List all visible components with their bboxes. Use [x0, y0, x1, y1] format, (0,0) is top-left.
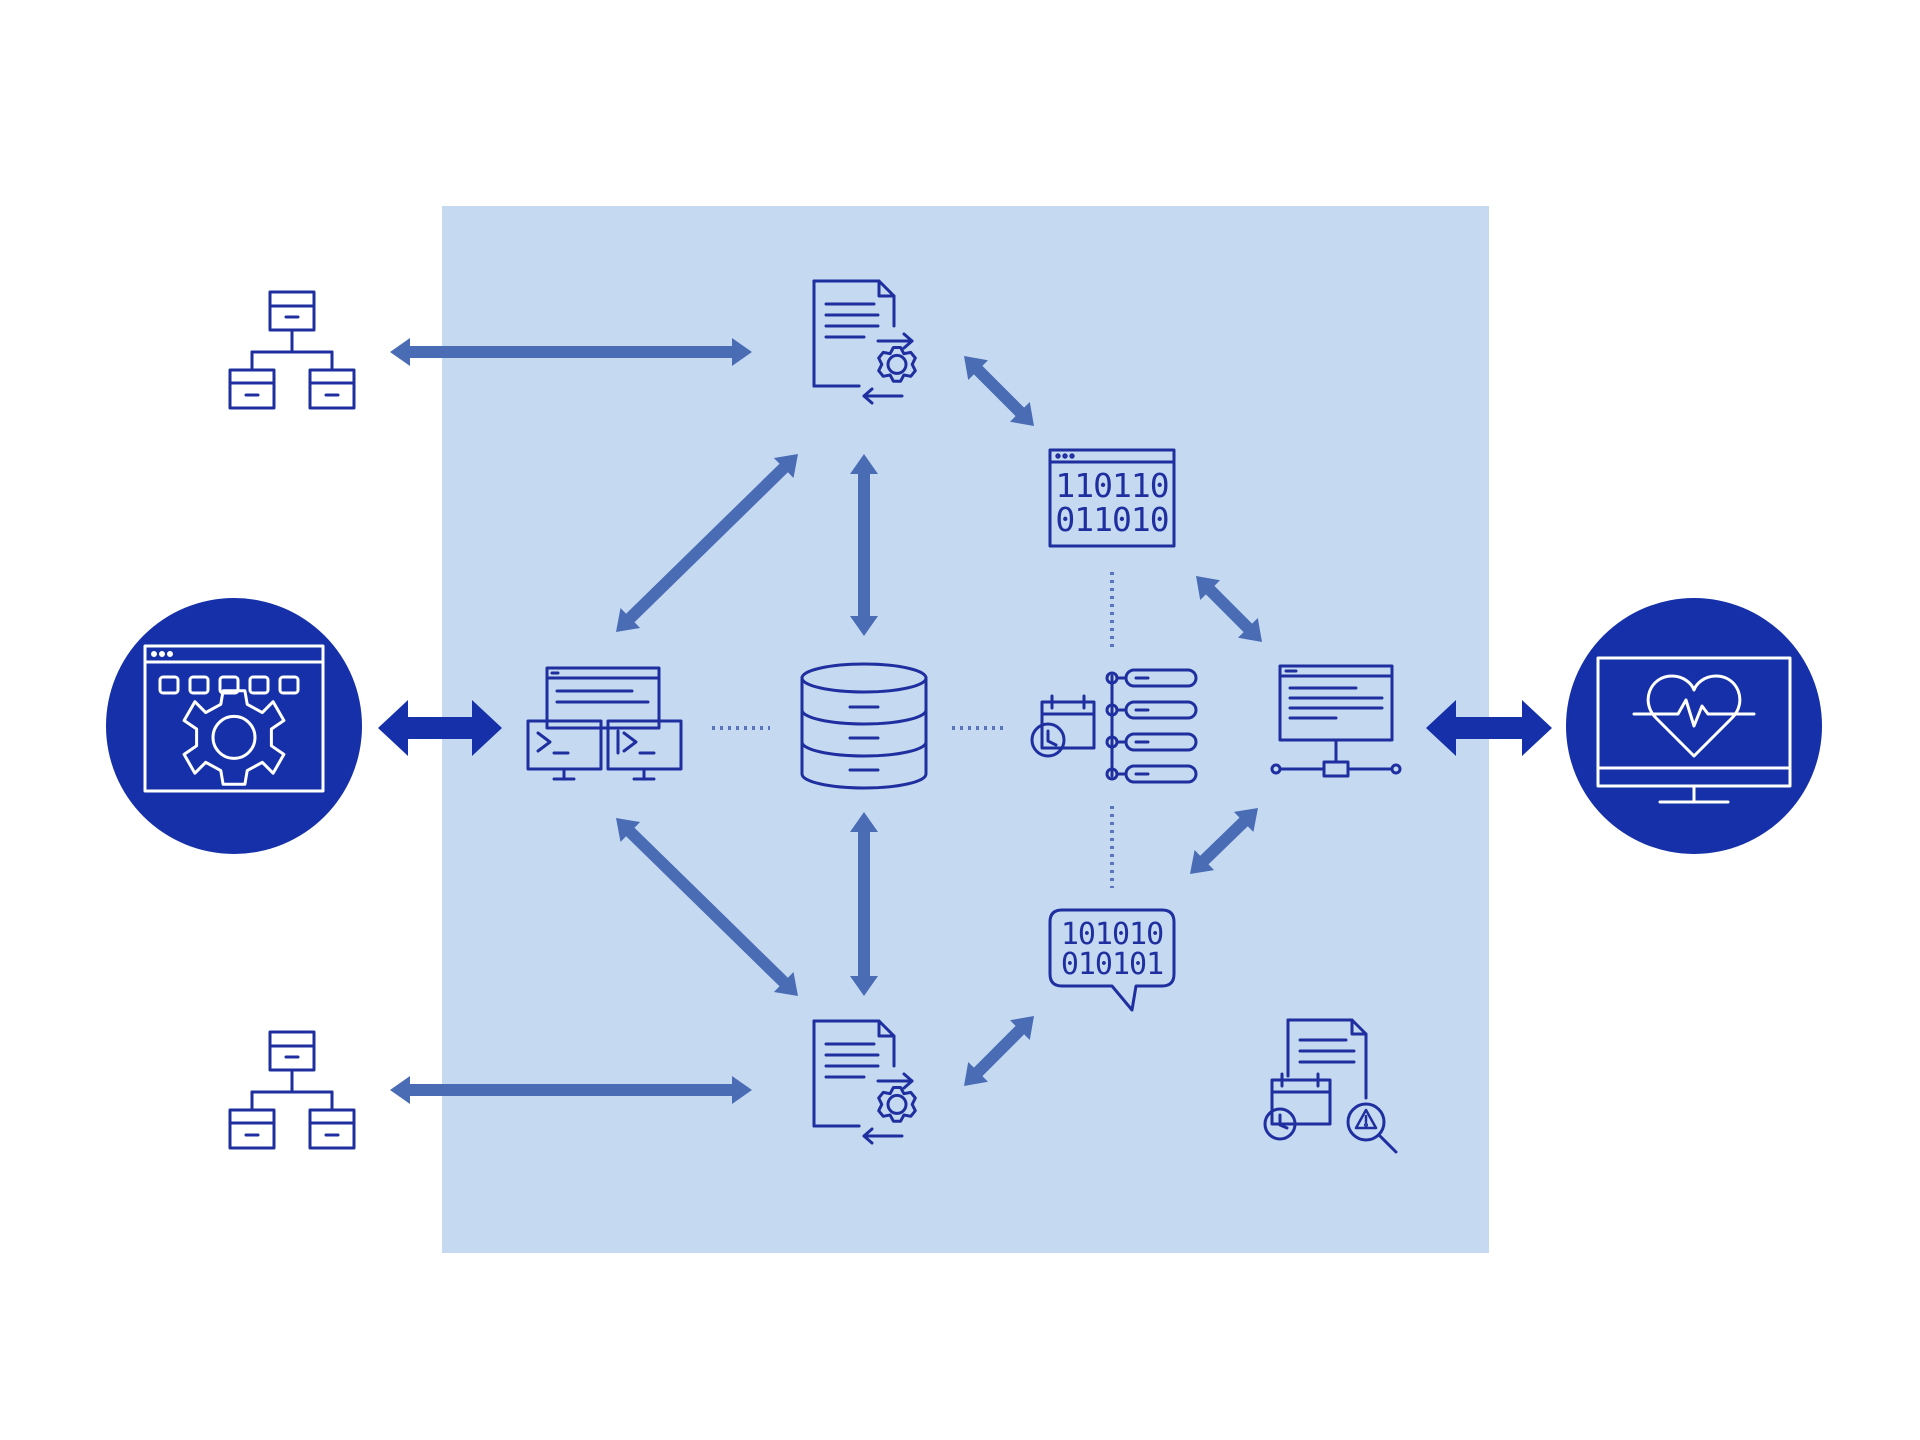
- binary-window-icon[interactable]: 110110 011010: [1048, 448, 1176, 548]
- binary-window-line-2: 011010: [1055, 500, 1168, 539]
- arrow-orgchart-bottom-to-doc: [390, 1076, 752, 1104]
- binary-window-line-1: 110110: [1055, 466, 1168, 505]
- monitor-heartbeat-icon: [1596, 656, 1792, 804]
- admin-settings-circle[interactable]: [106, 598, 362, 854]
- binary-message-line-1: 101010: [1061, 917, 1163, 952]
- arrow-binary-message-to-network: [1190, 808, 1258, 874]
- binary-message-line-2: 010101: [1061, 947, 1163, 982]
- monitoring-circle[interactable]: [1566, 598, 1822, 854]
- connector-arrows: [378, 338, 1552, 1104]
- arrow-doc-top-to-database: [850, 454, 878, 636]
- arrow-doc-top-to-binary-window: [964, 356, 1034, 426]
- arrow-terminals-to-doc-bottom: [616, 818, 798, 996]
- arrow-admin-to-terminals: [378, 700, 502, 756]
- org-chart-icon[interactable]: [228, 290, 356, 410]
- calendar-timeline-icon[interactable]: [1030, 668, 1198, 784]
- arrow-doc-bottom-to-binary-message: [964, 1016, 1034, 1086]
- arrow-terminals-to-doc-top: [616, 454, 798, 632]
- dotted-connectors: [712, 572, 1114, 888]
- app-window-gear-icon: [143, 644, 325, 793]
- arrow-network-to-monitoring: [1426, 700, 1552, 756]
- network-window-icon[interactable]: [1270, 664, 1402, 778]
- arrow-binary-window-to-network: [1196, 576, 1262, 642]
- database-icon[interactable]: [800, 662, 928, 790]
- arrow-orgchart-top-to-doc: [390, 338, 752, 366]
- document-audit-icon[interactable]: [1263, 1018, 1398, 1154]
- arrow-database-to-doc-bottom: [850, 812, 878, 996]
- terminal-windows-icon[interactable]: [526, 666, 683, 781]
- binary-chat-bubble-icon[interactable]: 101010 010101: [1048, 908, 1176, 1012]
- org-chart-icon[interactable]: [228, 1030, 356, 1150]
